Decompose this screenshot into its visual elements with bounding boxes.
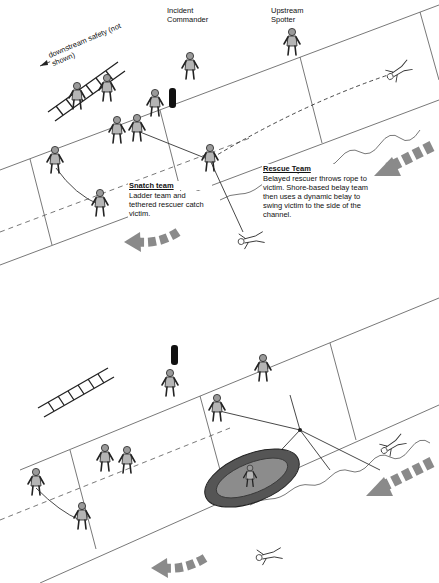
panel-joint (30, 12, 439, 245)
victim-figure (384, 58, 415, 85)
callout-text: Incident Commander (166, 6, 220, 24)
rescuer-figure (47, 146, 63, 173)
ladder (48, 62, 125, 121)
panel-joint (70, 343, 356, 549)
rescuer-figure (147, 89, 163, 116)
rescuer-figure (109, 116, 125, 143)
callout-heading: Snatch team (128, 181, 212, 190)
bank-line (40, 405, 439, 583)
ladder (38, 368, 114, 417)
raft-figure (244, 465, 257, 486)
rescuer-figure (99, 74, 115, 101)
callout-text: Belayed rescuer throws rope to victim. S… (262, 174, 374, 219)
bollard (169, 88, 176, 108)
rescuer-figure (74, 502, 90, 529)
victim-figure (255, 546, 283, 566)
throw-line (212, 75, 388, 158)
rope (56, 75, 388, 232)
rope (135, 130, 210, 160)
rescuer-figure (69, 82, 85, 109)
bank-line (0, 5, 439, 170)
rope (36, 488, 80, 520)
rescuer-figure (162, 369, 178, 396)
bank-line (20, 298, 439, 470)
callout-text: downstream safety (not shown) (46, 16, 138, 69)
flow-arrow (124, 146, 432, 252)
channel-lines (0, 5, 439, 265)
commander-figure (182, 52, 198, 79)
rope (36, 395, 380, 520)
pulley (298, 428, 302, 432)
victim-figure (378, 432, 409, 459)
rescuer-figure (92, 189, 108, 216)
callout-heading: Rescue Team (262, 164, 374, 173)
callout-text: Upstream Spotter (270, 6, 318, 24)
rescuer-figure (209, 394, 225, 421)
rope (210, 160, 243, 232)
bollard (171, 345, 178, 365)
rescuer-figure (202, 144, 218, 171)
rescuer-figure (97, 444, 113, 471)
spotter-figure (284, 28, 300, 55)
spotter-figure (255, 354, 271, 381)
rope (56, 168, 100, 205)
rescuer-figure (129, 114, 145, 141)
rescuer-figure (119, 446, 135, 473)
bank-line (0, 100, 439, 265)
flow-arrow (151, 462, 432, 578)
rescuer-figure (28, 468, 44, 495)
callout-text: Ladder team and tethered rescuer catch v… (128, 191, 212, 218)
victim-figure (237, 230, 265, 250)
bank-line (0, 428, 230, 520)
channel-lines (0, 298, 439, 583)
raft (197, 437, 308, 519)
